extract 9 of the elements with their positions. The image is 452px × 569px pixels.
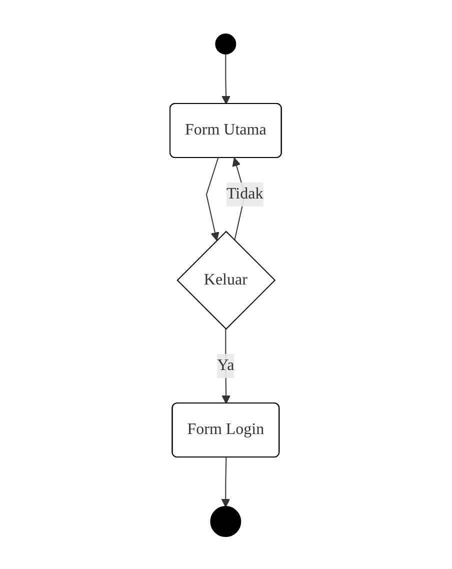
arrow — [222, 53, 231, 105]
edge-label: Ya — [217, 358, 235, 375]
node-circle — [210, 506, 242, 538]
node-diamond: Keluar — [177, 231, 276, 330]
node-circle — [216, 34, 236, 55]
arrow — [222, 458, 230, 508]
arrow — [206, 158, 220, 242]
arrow — [222, 329, 231, 404]
edge-label: Tidak — [226, 186, 264, 203]
